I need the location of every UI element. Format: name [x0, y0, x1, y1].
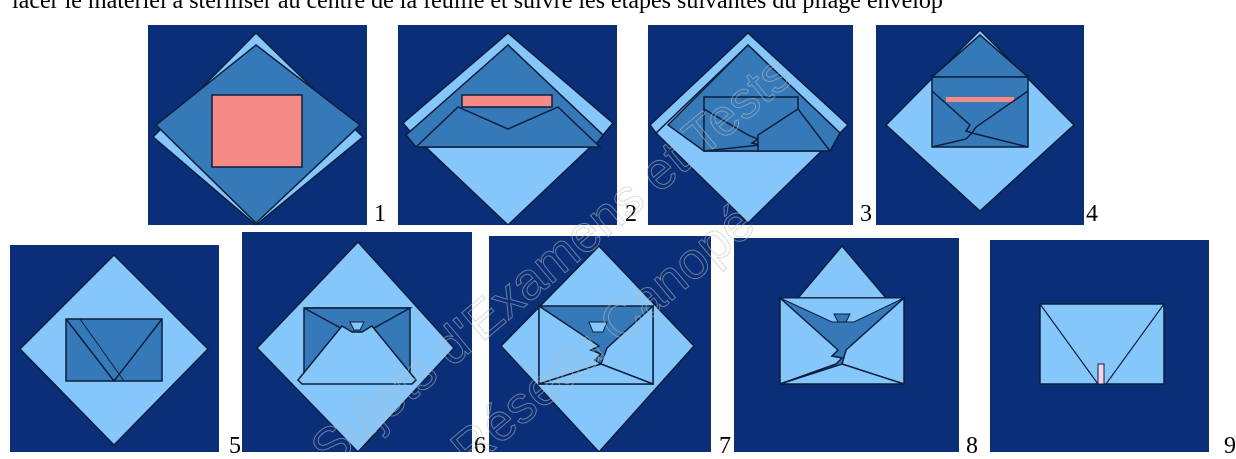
step-8-illustration: [734, 238, 959, 452]
step-number: 8: [966, 434, 978, 458]
step-7-illustration: [489, 236, 711, 452]
step-number: 9: [1224, 434, 1236, 458]
step-1-illustration: [148, 25, 367, 225]
step-9-illustration: [990, 240, 1209, 452]
instruction-text: lacer le matériel à stériliser au centre…: [12, 0, 943, 15]
step-2-illustration: [398, 25, 617, 225]
step-5-illustration: [10, 245, 219, 452]
step-number: 6: [474, 434, 486, 458]
step-number: 5: [229, 434, 241, 458]
step-3-illustration: [648, 25, 853, 225]
step-number: 1: [374, 202, 386, 226]
step-6-illustration: [242, 232, 472, 452]
step-4-illustration: [876, 25, 1084, 225]
step-number: 2: [625, 202, 637, 226]
step-number: 4: [1086, 202, 1098, 226]
step-number: 7: [719, 434, 731, 458]
step-number: 3: [860, 202, 872, 226]
